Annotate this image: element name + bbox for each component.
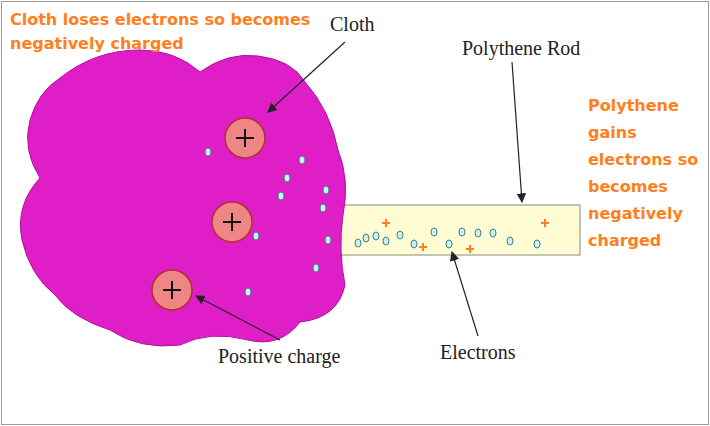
part-name: Polythene Rod xyxy=(462,36,580,60)
rod-electrons xyxy=(355,228,540,248)
cloth-electrons xyxy=(205,148,331,296)
part-name: Cloth xyxy=(330,12,374,36)
part-name: Positive charge xyxy=(218,344,340,368)
positive-charges xyxy=(152,118,265,310)
rod-positive-charges xyxy=(382,219,549,253)
note-text: Polythene gains electrons so becomes neg… xyxy=(588,92,704,254)
leader-arrows xyxy=(196,42,522,340)
cloth-shape xyxy=(20,50,345,346)
polythene-rod xyxy=(340,205,580,255)
part-name: Electrons xyxy=(440,340,516,364)
